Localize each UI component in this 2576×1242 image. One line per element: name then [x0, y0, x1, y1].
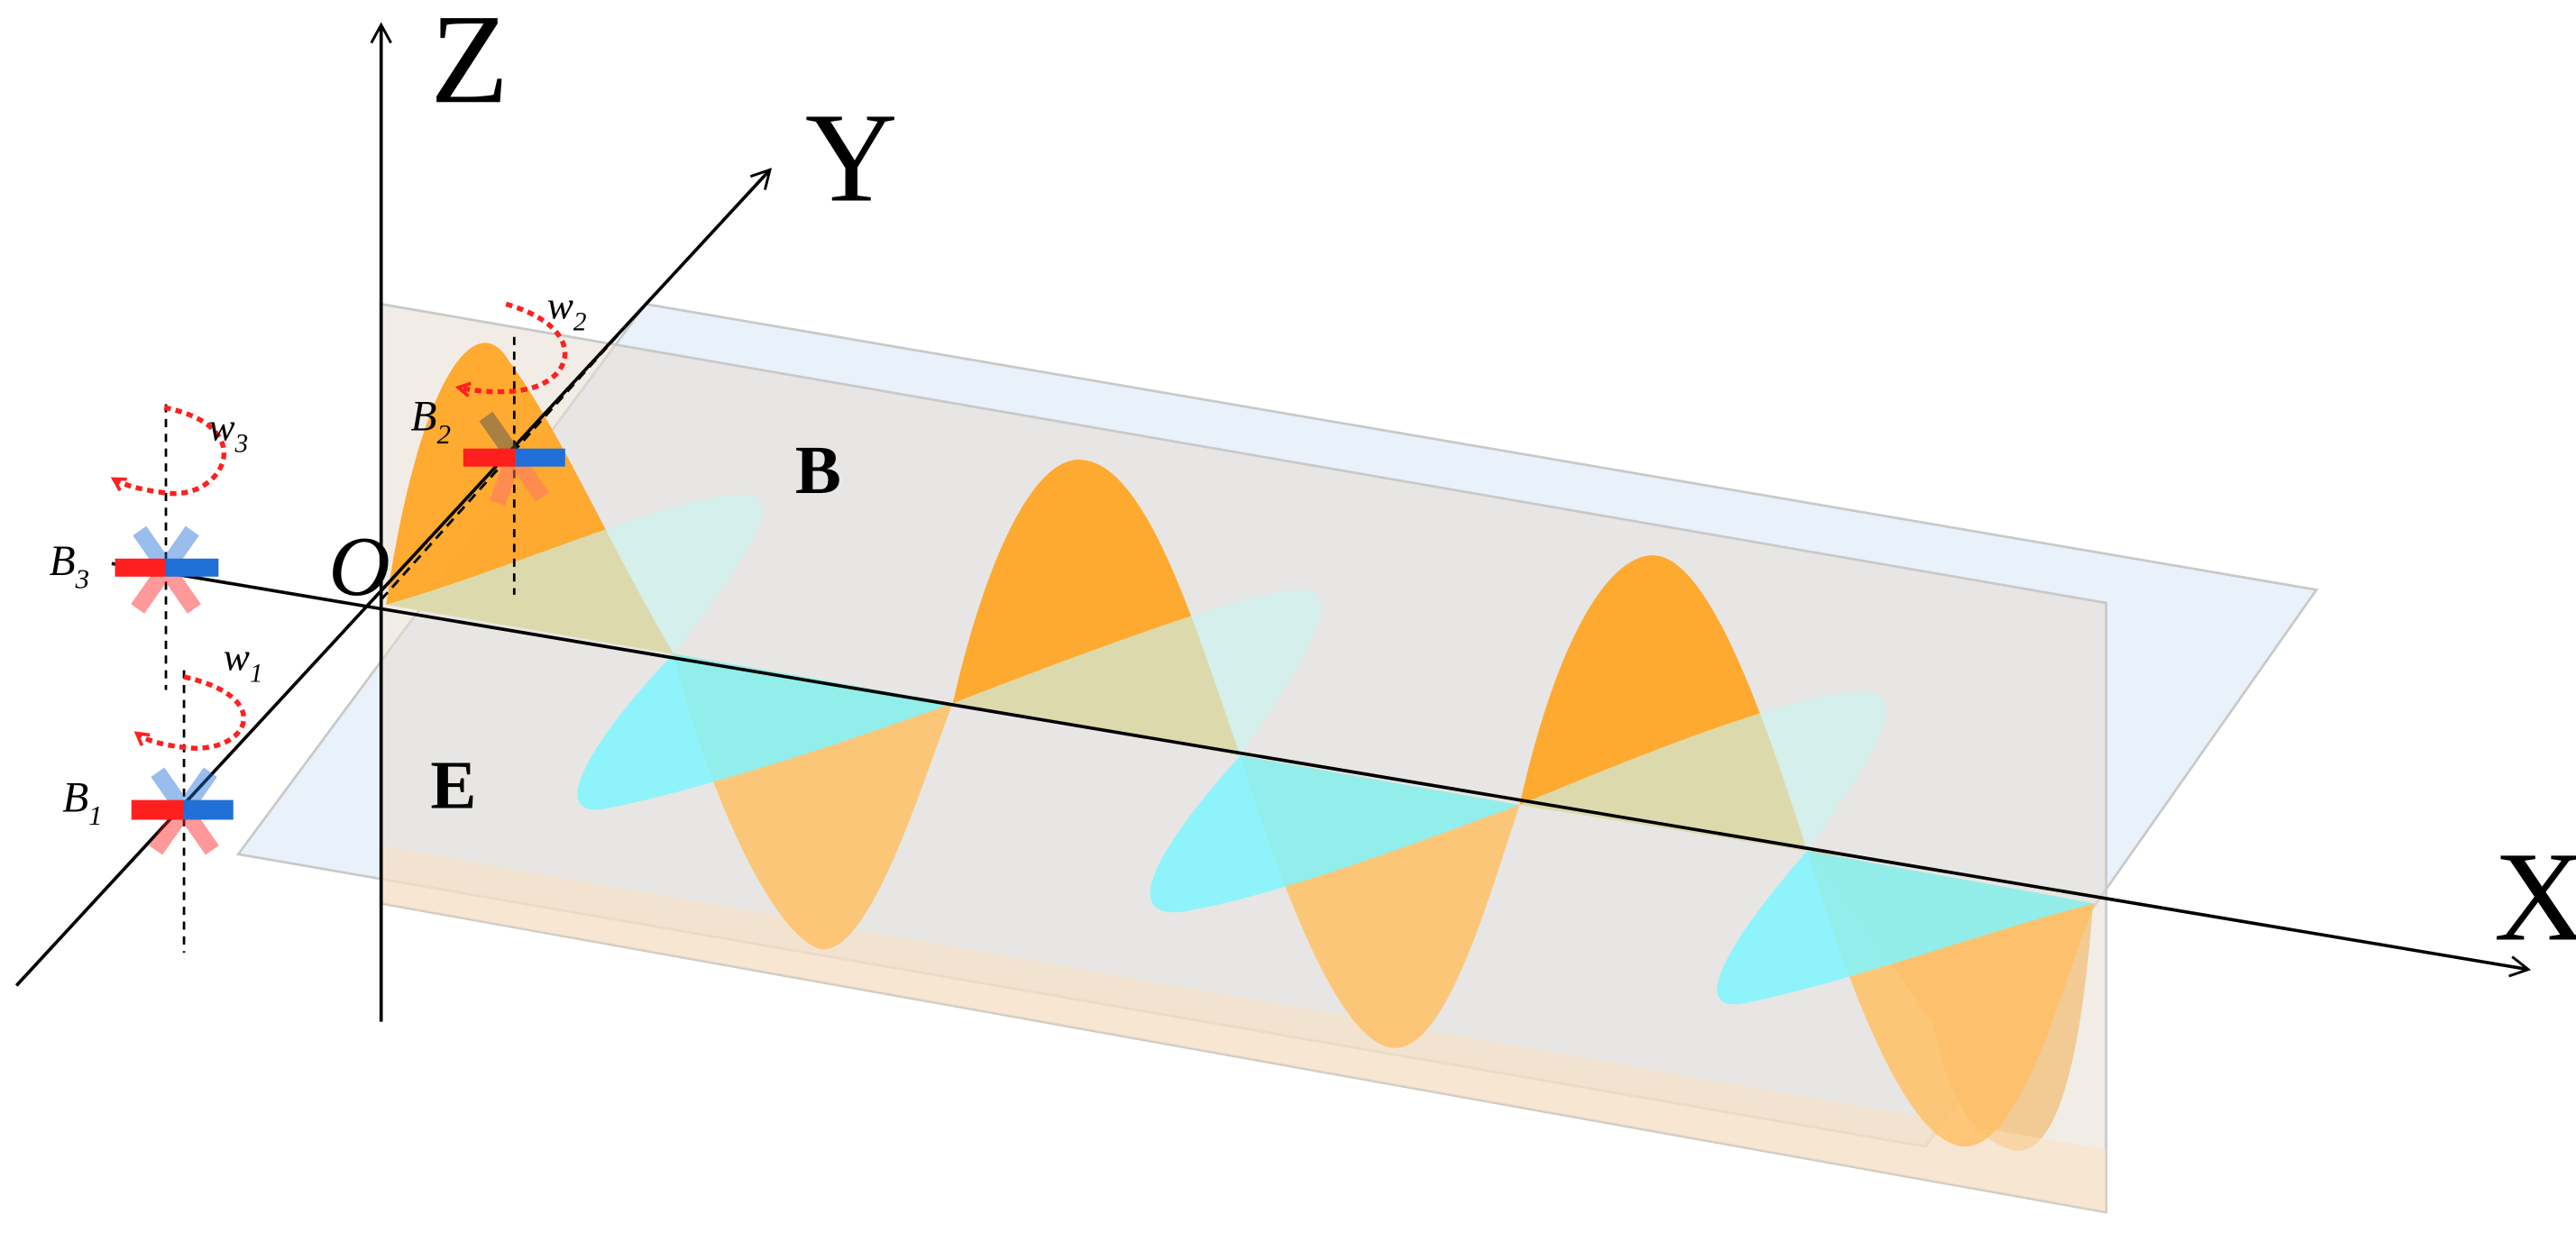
rotation-arrow-w3 — [115, 405, 226, 497]
electric-lobe-6 — [1717, 851, 2095, 1005]
dipole-b1: B1 w1 — [62, 636, 263, 954]
rotation-arrow-w2 — [460, 301, 568, 391]
x-axis-label: X — [2494, 825, 2576, 967]
dipole-b1-label: B1 — [62, 774, 102, 831]
y-axis — [14, 168, 773, 987]
dipole-b1-south — [184, 799, 234, 820]
dipole-b3: B3 w3 — [50, 404, 248, 690]
omega-w2-label: w2 — [547, 285, 587, 337]
omega-w3-label: w3 — [208, 406, 248, 459]
dipole-b1-north — [131, 799, 185, 820]
dipole-b2: B2 w2 — [411, 285, 587, 595]
omega-w1-label: w1 — [224, 636, 263, 689]
y-axis-label: Y — [805, 87, 898, 229]
electric-field-label: E — [430, 747, 476, 824]
dipole-b3-north — [115, 558, 167, 577]
electric-lobe-5 — [1519, 691, 1887, 852]
magnetic-field-label: B — [795, 432, 841, 508]
origin-label: O — [328, 520, 390, 614]
electric-lobe-3 — [952, 589, 1322, 756]
electric-lobe-1 — [386, 494, 763, 654]
x-axis — [111, 562, 2532, 978]
electric-wave — [386, 494, 2095, 1005]
electric-lobe-2 — [577, 653, 953, 810]
electric-lobe-4 — [1150, 755, 1520, 913]
z-axis-label: Z — [430, 0, 509, 130]
dipole-b2-north — [463, 448, 517, 467]
dipole-b2-label: B2 — [411, 394, 451, 451]
rotation-arrow-w1 — [138, 674, 247, 751]
dipole-b3-label: B3 — [50, 538, 89, 595]
dipole-b3-south — [166, 558, 219, 577]
dipole-b2-south — [516, 448, 565, 467]
